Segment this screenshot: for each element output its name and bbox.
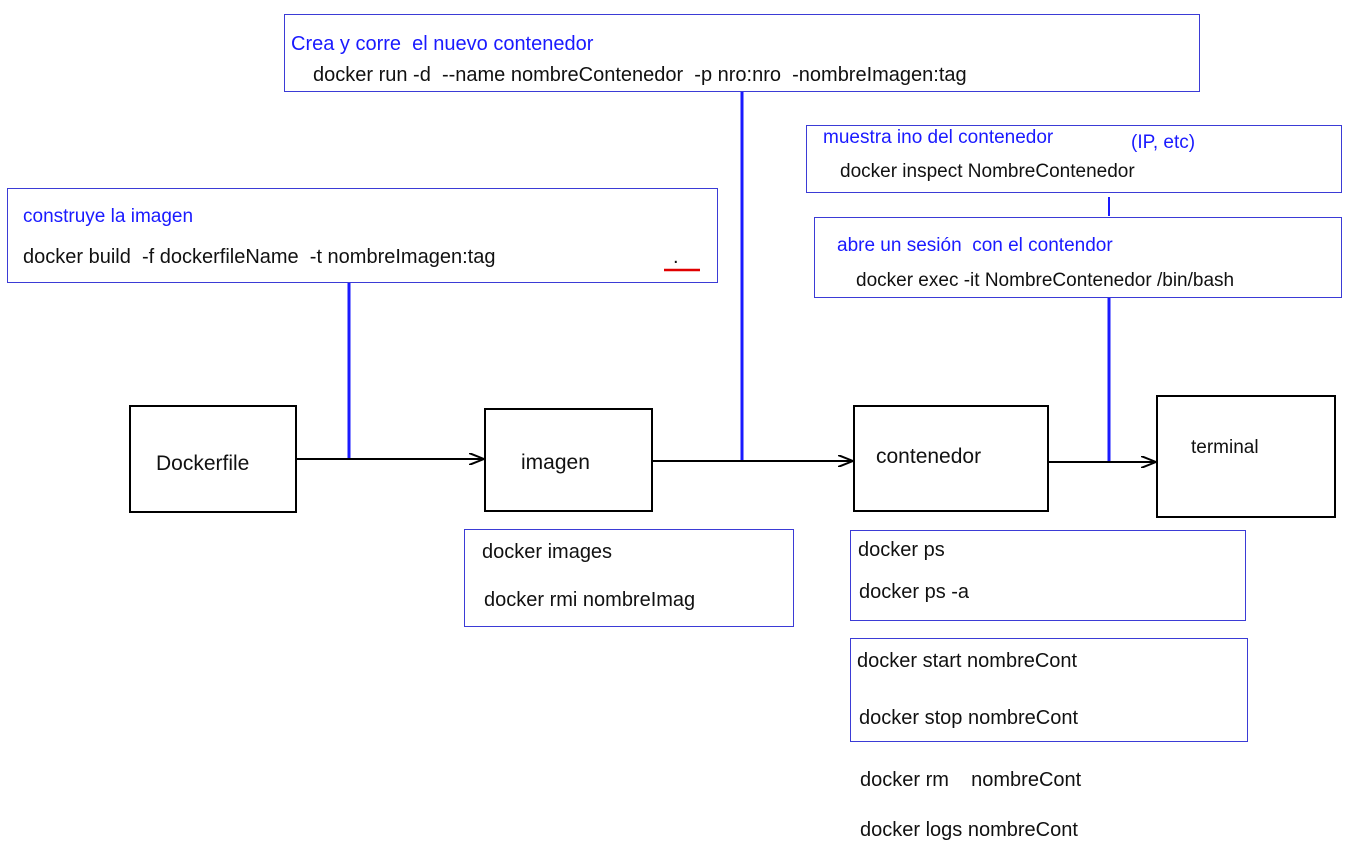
imagen-node: imagen (484, 408, 653, 512)
run-caption: Crea y corre el nuevo contenedor (291, 33, 594, 55)
contenedor-node: contenedor (853, 405, 1049, 512)
container-start: docker start nombreCont (857, 650, 1078, 672)
build-annotation-box (7, 188, 718, 283)
container-ps: docker ps (858, 539, 945, 561)
container-stop: docker stop nombreCont (859, 707, 1079, 729)
terminal-node: terminal (1156, 395, 1336, 518)
run-command: docker run -d --name nombreContenedor -p… (313, 64, 967, 86)
image-command-remove: docker rmi nombreImag (484, 589, 696, 611)
imagen-label: imagen (521, 451, 590, 474)
dockerfile-node: Dockerfile (129, 405, 297, 513)
run-annotation-box (284, 14, 1200, 92)
terminal-label: terminal (1191, 437, 1259, 458)
image-commands-box (464, 529, 794, 627)
inspect-annotation-box (806, 125, 1342, 193)
dockerfile-label: Dockerfile (156, 452, 250, 475)
exec-caption: abre un sesión con el contendor (837, 235, 1113, 256)
contenedor-label: contenedor (876, 445, 982, 468)
container-list-box (850, 530, 1246, 621)
container-ps-all: docker ps -a (859, 581, 970, 603)
build-caption: construye la imagen (23, 206, 194, 227)
exec-annotation-box (814, 217, 1342, 298)
inspect-caption-extra: (IP, etc) (1131, 132, 1196, 153)
build-command: docker build -f dockerfileName -t nombre… (23, 246, 496, 268)
container-logs: docker logs nombreCont (860, 819, 1078, 841)
exec-command: docker exec -it NombreContenedor /bin/ba… (856, 270, 1235, 291)
inspect-command: docker inspect NombreContenedor (840, 161, 1135, 182)
container-rm: docker rm nombreCont (860, 769, 1082, 791)
inspect-caption: muestra ino del contenedor (823, 127, 1054, 148)
container-lifecycle-box (850, 638, 1248, 742)
image-command-list: docker images (482, 541, 613, 563)
build-dot: . (673, 246, 679, 268)
